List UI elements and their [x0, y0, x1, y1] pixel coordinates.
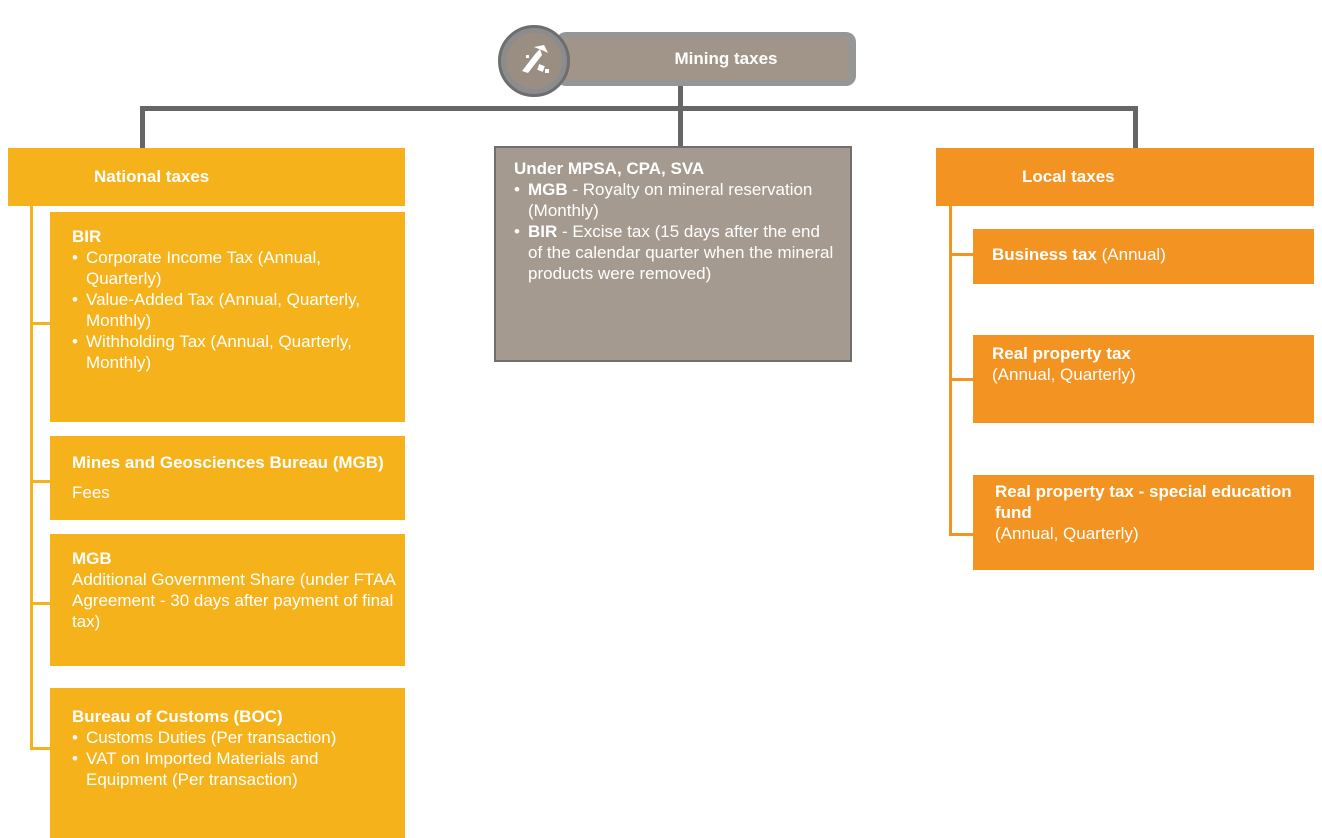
real-property-tax-box: Real property tax (Annual, Quarterly)	[973, 335, 1314, 423]
local-taxes-title: Local taxes	[1022, 167, 1115, 186]
sef-box: Real property tax - special education fu…	[973, 475, 1314, 570]
mgb-share-text: Additional Government Share (under FTAA …	[72, 570, 395, 631]
mgb-fees-box: Mines and Geosciences Bureau (MGB) Fees	[50, 436, 405, 520]
sef-title: Real property tax - special education fu…	[995, 482, 1292, 522]
sef-text: (Annual, Quarterly)	[995, 524, 1139, 543]
national-branch-mgb-share	[30, 602, 50, 605]
local-taxes-header: Local taxes	[936, 148, 1314, 206]
real-property-tax-text: (Annual, Quarterly)	[992, 365, 1136, 384]
bir-title: BIR	[72, 227, 102, 246]
horizontal-connector	[140, 106, 1138, 111]
connector-national	[140, 106, 145, 148]
list-item: Withholding Tax (Annual, Quarterly, Mont…	[72, 331, 395, 373]
mpsa-item-agency: MGB	[528, 180, 568, 199]
business-tax-text: (Annual)	[1096, 245, 1166, 264]
mgb-fees-text: Fees	[72, 483, 110, 502]
mgb-share-title: MGB	[72, 549, 112, 568]
root-node-body: Mining taxes	[563, 38, 849, 80]
root-label: Mining taxes	[674, 49, 778, 68]
pickaxe-icon	[522, 45, 549, 73]
mining-icon	[498, 25, 570, 97]
list-item: Corporate Income Tax (Annual, Quarterly)	[72, 247, 395, 289]
mpsa-item-text: - Excise tax (15 days after the end of t…	[528, 222, 834, 283]
bir-list: Corporate Income Tax (Annual, Quarterly)…	[72, 247, 395, 373]
national-branch-bir	[30, 322, 50, 325]
mining-icon-inner	[506, 33, 562, 89]
local-branch-sef	[949, 533, 973, 536]
national-taxes-header: National taxes	[8, 148, 405, 206]
mpsa-item-agency: BIR	[528, 222, 558, 241]
national-tree-line	[30, 206, 33, 750]
boc-list: Customs Duties (Per transaction) VAT on …	[72, 727, 395, 790]
business-tax-box: Business tax (Annual)	[973, 229, 1314, 284]
boc-title: Bureau of Customs (BOC)	[72, 707, 283, 726]
mgb-share-box: MGB Additional Government Share (under F…	[50, 534, 405, 666]
root-stem	[678, 86, 683, 110]
list-item: BIR - Excise tax (15 days after the end …	[514, 221, 838, 284]
mpsa-list: MGB - Royalty on mineral reservation (Mo…	[514, 179, 838, 284]
list-item: VAT on Imported Materials and Equipment …	[72, 748, 395, 790]
list-item: Customs Duties (Per transaction)	[72, 727, 395, 748]
connector-local	[1133, 106, 1138, 148]
national-branch-boc	[30, 747, 50, 750]
local-branch-real-property	[949, 378, 973, 381]
mgb-fees-title: Mines and Geosciences Bureau (MGB)	[72, 453, 384, 472]
list-item: MGB - Royalty on mineral reservation (Mo…	[514, 179, 838, 221]
mpsa-item-text: - Royalty on mineral reservation (Monthl…	[528, 180, 813, 220]
mpsa-title: Under MPSA, CPA, SVA	[514, 159, 705, 178]
local-branch-business	[949, 253, 973, 256]
connector-middle	[678, 106, 683, 148]
boc-box: Bureau of Customs (BOC) Customs Duties (…	[50, 688, 405, 838]
real-property-tax-title: Real property tax	[992, 344, 1131, 363]
local-tree-line	[949, 206, 952, 536]
root-node: Mining taxes	[556, 32, 856, 86]
mpsa-box: Under MPSA, CPA, SVA MGB - Royalty on mi…	[494, 146, 852, 362]
national-branch-mgb-fees	[30, 480, 50, 483]
business-tax-title: Business tax	[992, 245, 1097, 264]
national-taxes-title: National taxes	[94, 167, 210, 186]
list-item: Value-Added Tax (Annual, Quarterly, Mont…	[72, 289, 395, 331]
bir-box: BIR Corporate Income Tax (Annual, Quarte…	[50, 212, 405, 422]
